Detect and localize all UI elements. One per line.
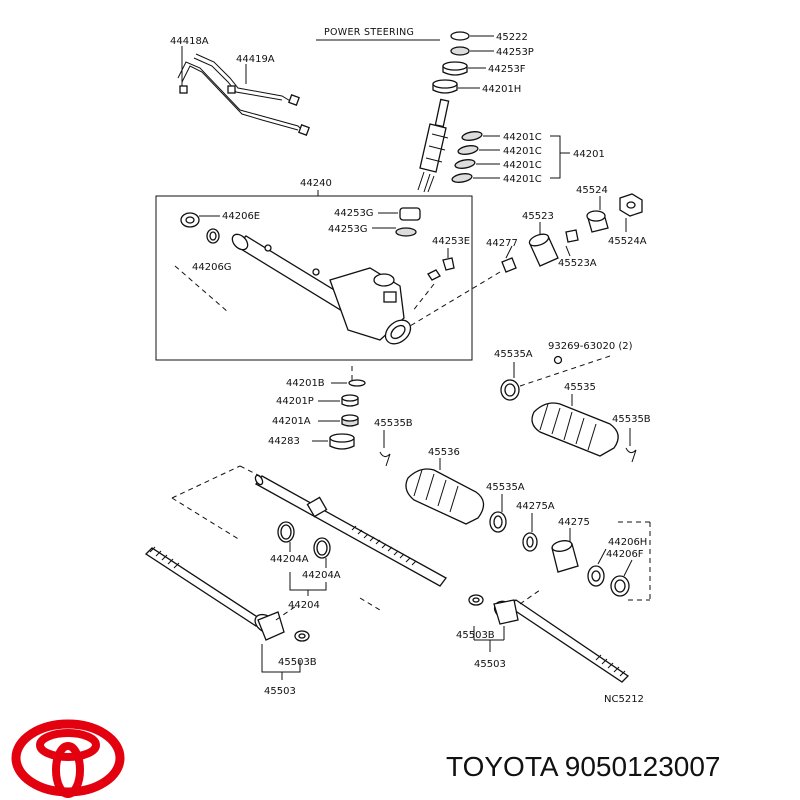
label-45524A: 45524A xyxy=(608,236,647,247)
pinion-valve-shaft xyxy=(417,98,450,193)
label-44204: 44204 xyxy=(288,600,320,611)
label-44253E: 44253E xyxy=(432,236,470,247)
part-number: 9050123007 xyxy=(565,751,721,782)
label-45524: 45524 xyxy=(576,185,608,196)
label-45523A: 45523A xyxy=(558,258,597,269)
seal-rings-44201C xyxy=(451,131,570,183)
boot-clip-bolt xyxy=(553,355,563,365)
label-45503B-left: 45503B xyxy=(278,657,317,668)
label-44204A-2: 44204A xyxy=(302,570,341,581)
label-44201B: 44201B xyxy=(286,378,325,389)
brand-part-caption: TOYOTA 9050123007 xyxy=(446,751,721,782)
label-44275A: 44275A xyxy=(516,501,555,512)
label-45535B-right: 45535B xyxy=(612,414,651,425)
steering-rack xyxy=(254,474,447,587)
label-45535A-lower: 45535A xyxy=(486,482,525,493)
label-44201C-3: 44201C xyxy=(503,160,542,171)
label-44253P: 44253P xyxy=(496,47,534,58)
diagram-code: NC5212 xyxy=(604,694,644,705)
diagram-title: POWER STEERING xyxy=(324,27,414,38)
label-45535B-left: 45535B xyxy=(374,418,413,429)
label-45536: 45536 xyxy=(428,447,460,458)
tie-rod-left xyxy=(144,546,310,680)
rack-guide-parts xyxy=(409,193,643,327)
label-44201C-1: 44201C xyxy=(503,132,542,143)
rack-seal-rings xyxy=(277,521,331,596)
steering-boot-left xyxy=(405,468,485,525)
valve-seal-stack xyxy=(432,31,494,94)
label-44419A: 44419A xyxy=(236,54,275,65)
housing-seals xyxy=(174,207,455,313)
label-44253F: 44253F xyxy=(488,64,526,75)
label-44206G: 44206G xyxy=(192,262,232,273)
pressure-tubes xyxy=(177,46,310,136)
label-45503B-right: 45503B xyxy=(456,630,495,641)
label-44277: 44277 xyxy=(486,238,518,249)
toyota-logo xyxy=(11,719,125,798)
steering-boot-right xyxy=(531,402,619,457)
label-44283: 44283 xyxy=(268,436,300,447)
housing-assembly-box xyxy=(155,195,473,361)
clip-45535B-right xyxy=(625,428,637,463)
label-45535: 45535 xyxy=(564,382,596,393)
label-44418A: 44418A xyxy=(170,36,209,47)
label-45523: 45523 xyxy=(522,211,554,222)
rack-housing xyxy=(231,233,412,345)
label-93269-63020: 93269-63020 (2) xyxy=(548,341,633,352)
label-44201H: 44201H xyxy=(482,84,521,95)
label-44206H: 44206H xyxy=(608,537,647,548)
label-44201P: 44201P xyxy=(276,396,314,407)
label-44253G-upper: 44253G xyxy=(334,208,374,219)
label-44201A: 44201A xyxy=(272,416,311,427)
label-44253G-lower: 44253G xyxy=(328,224,368,235)
label-45503-right: 45503 xyxy=(474,659,506,670)
label-44206F: 44206F xyxy=(606,549,644,560)
label-44201C-2: 44201C xyxy=(503,146,542,157)
label-44201C-4: 44201C xyxy=(503,174,542,185)
brand-name: TOYOTA xyxy=(446,751,559,782)
label-45222: 45222 xyxy=(496,32,528,43)
label-44240: 44240 xyxy=(300,178,332,189)
label-45503-left: 45503 xyxy=(264,686,296,697)
label-44275: 44275 xyxy=(558,517,590,528)
label-44204A-1: 44204A xyxy=(270,554,309,565)
tie-rod-right xyxy=(468,589,630,683)
rack-bushing-44275 xyxy=(551,540,579,573)
label-45535A-upper: 45535A xyxy=(494,349,533,360)
clip-45535B-left xyxy=(379,430,391,467)
label-44201: 44201 xyxy=(573,149,605,160)
label-44206E: 44206E xyxy=(222,211,260,222)
